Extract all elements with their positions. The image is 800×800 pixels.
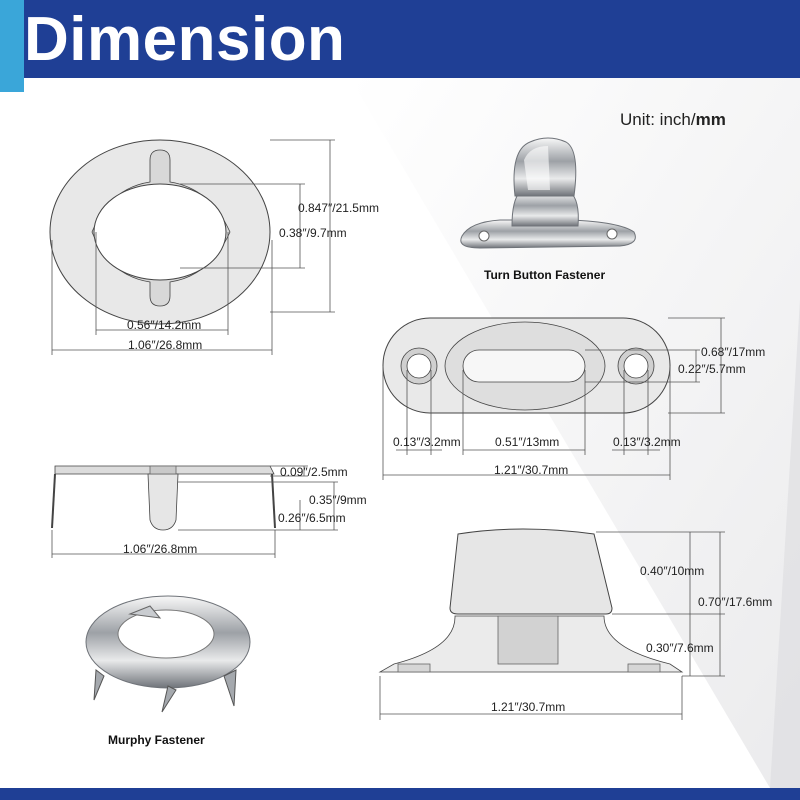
dim-plate-height: 0.68″/17mm: [701, 345, 766, 359]
base-plate-drawing: [382, 317, 725, 480]
dim-plate-hole-left: 0.13″/3.2mm: [393, 435, 461, 449]
unit-prefix: Unit: inch/: [620, 110, 696, 129]
stud-side-drawing: [378, 528, 725, 720]
murphy-illustration: [85, 595, 251, 713]
dim-oval-height: 0.847″/21.5mm: [298, 201, 379, 215]
dim-side-thickness: 0.09″/2.5mm: [280, 465, 348, 479]
header-accent: [0, 0, 24, 92]
dim-plate-width: 1.21″/30.7mm: [494, 463, 569, 477]
dim-plate-hole-right: 0.13″/3.2mm: [613, 435, 681, 449]
turn-button-illustration: [460, 137, 636, 249]
footer-bar: [0, 788, 800, 800]
dim-side-width: 1.06″/26.8mm: [123, 542, 198, 556]
header-bar: Dimension: [0, 0, 800, 92]
caption-murphy: Murphy Fastener: [108, 733, 205, 747]
caption-turn-button: Turn Button Fastener: [484, 268, 606, 282]
dim-stud-base: 0.30″/7.6mm: [646, 641, 714, 655]
unit-bold: mm: [695, 110, 726, 129]
page-title: Dimension: [24, 5, 346, 74]
dim-plate-slot-height: 0.22″/5.7mm: [678, 362, 746, 376]
oval-washer-drawing: [49, 139, 335, 355]
dim-oval-width: 1.06″/26.8mm: [128, 338, 203, 352]
dim-plate-slot-width: 0.51″/13mm: [495, 435, 560, 449]
dim-side-prong: 0.26″/6.5mm: [278, 511, 346, 525]
washer-side-drawing: [51, 465, 338, 558]
dim-stud-cap: 0.40″/10mm: [640, 564, 705, 578]
unit-label: Unit: inch/mm: [620, 110, 726, 130]
dim-oval-hole-height: 0.38″/9.7mm: [279, 226, 347, 240]
dim-stud-total: 0.70″/17.6mm: [698, 595, 773, 609]
dim-oval-hole-width: 0.56″/14.2mm: [127, 318, 202, 332]
dim-side-prong-total: 0.35″/9mm: [309, 493, 367, 507]
dim-stud-width: 1.21″/30.7mm: [491, 700, 566, 714]
